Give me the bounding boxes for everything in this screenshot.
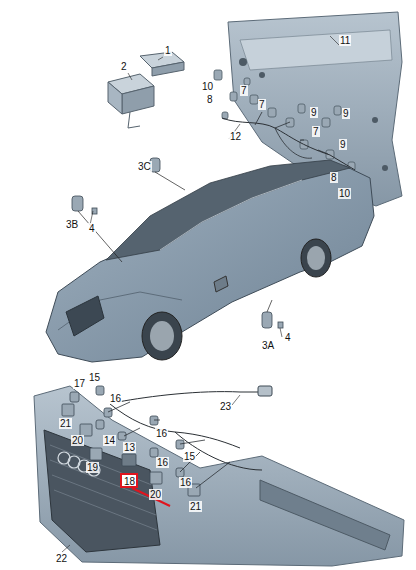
callout-number: 10	[338, 188, 351, 199]
callout-number: 15	[183, 451, 196, 462]
callout-number: 7	[312, 126, 320, 137]
callout-number: 18	[124, 476, 134, 487]
callout-number: 4	[284, 332, 292, 343]
callout-number: 4	[88, 223, 96, 234]
callout-number: 16	[155, 428, 168, 439]
callout-number: 16	[109, 393, 122, 404]
callout-number: 15	[88, 372, 101, 383]
callout-number: 7	[258, 99, 266, 110]
callout-number: 7	[240, 85, 248, 96]
callout-number: 10	[201, 81, 214, 92]
callout-number: 21	[189, 501, 202, 512]
callout-number: 20	[71, 435, 84, 446]
callout-number: 14	[103, 435, 116, 446]
callout-number: 12	[229, 131, 242, 142]
callout-number: 21	[59, 418, 72, 429]
callout-number: 13	[123, 442, 136, 453]
callout-number: 16	[179, 477, 192, 488]
callout-number: 8	[330, 172, 338, 183]
callout-number: 9	[339, 139, 347, 150]
callout-number: 9	[310, 107, 318, 118]
callout-number: 9	[342, 108, 350, 119]
callout-number: 3C	[137, 161, 152, 172]
callout-number: 23	[219, 401, 232, 412]
callout-number: 22	[55, 553, 68, 564]
callout-number: 3A	[261, 340, 275, 351]
callout-number: 16	[156, 457, 169, 468]
highlight-box: 18	[120, 473, 138, 488]
callout-number: 3B	[65, 219, 79, 230]
callout-number: 17	[73, 378, 86, 389]
callout-number: 8	[206, 94, 214, 105]
callout-number: 20	[149, 489, 162, 500]
callout-number: 1	[164, 45, 172, 56]
callout-number: 2	[120, 61, 128, 72]
callout-number: 11	[339, 35, 351, 46]
callout-number: 19	[86, 462, 99, 473]
